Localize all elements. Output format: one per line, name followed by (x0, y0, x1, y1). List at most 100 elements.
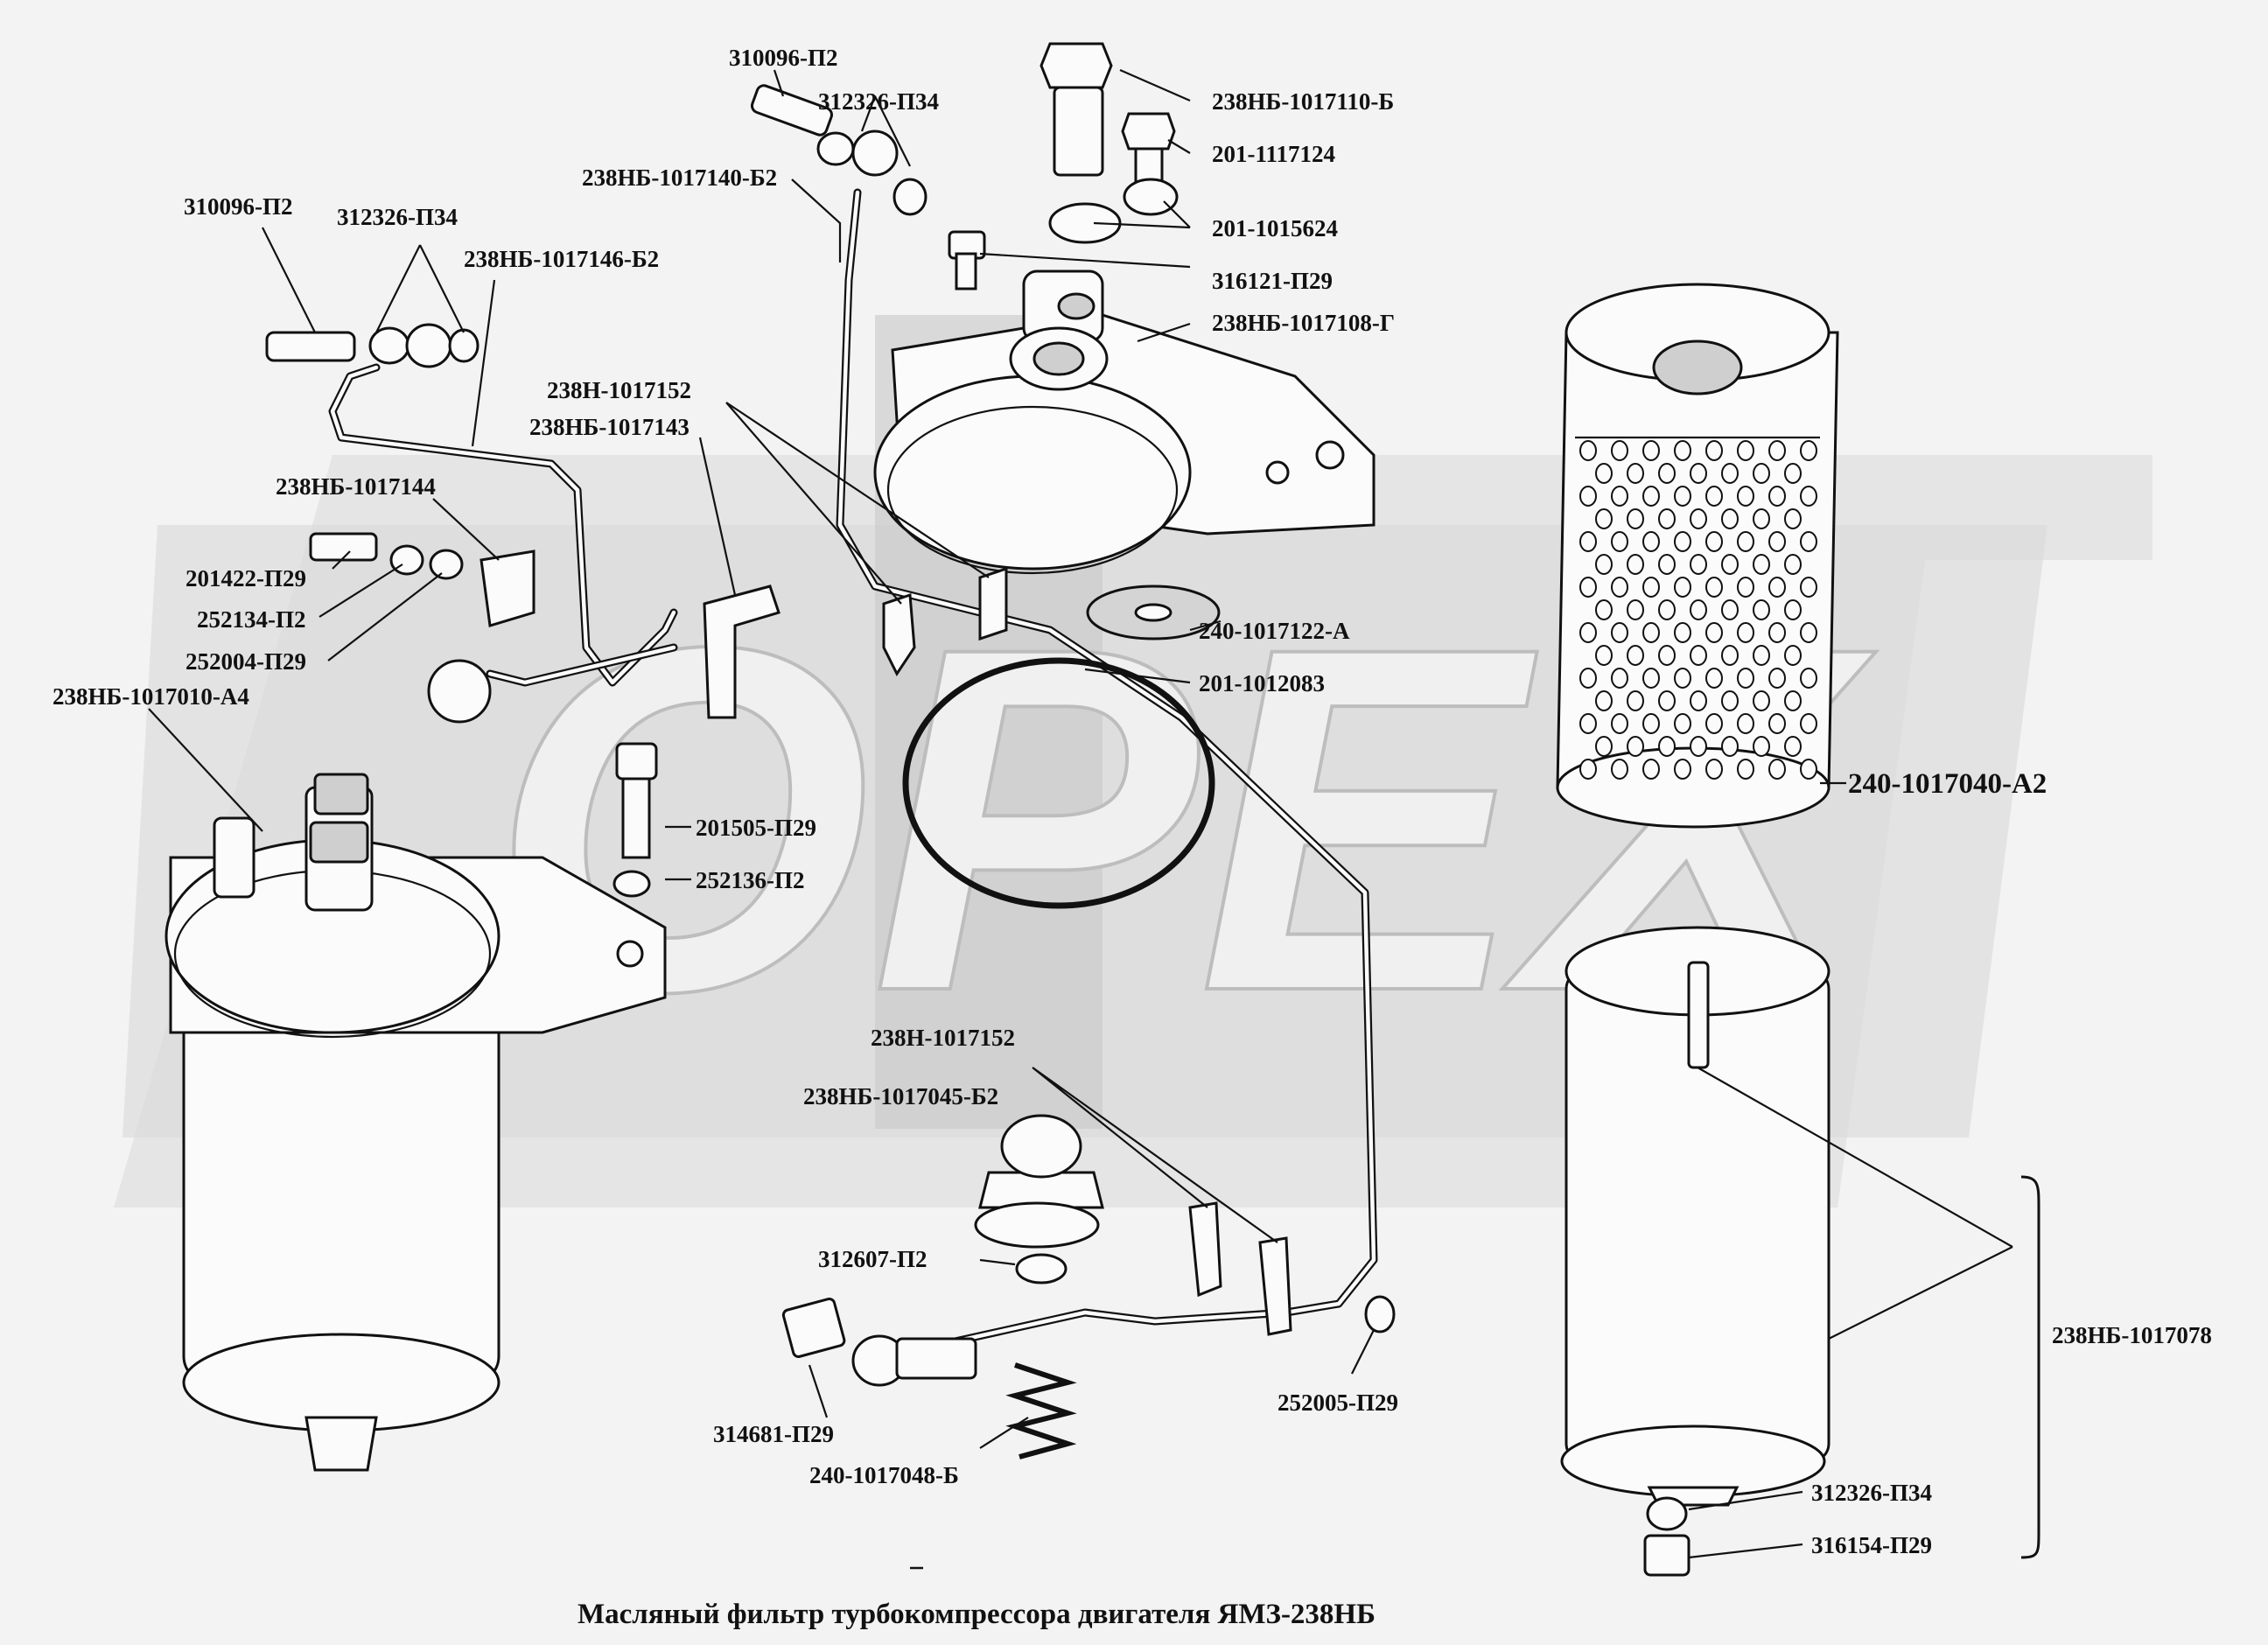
part-labels: 310096-П2 312326-П34 238НБ-1017110-Б 201… (52, 45, 2212, 1558)
perforation-hole (1800, 486, 1817, 507)
perforation-hole (1737, 531, 1754, 552)
oil-pipes (328, 188, 1378, 1352)
perforation-hole (1611, 713, 1628, 734)
part-label: 201-1117124 (1212, 141, 1335, 167)
perforation-hole (1595, 736, 1613, 757)
perforation-hole (1579, 759, 1597, 780)
perforation-hole (1627, 463, 1644, 484)
perforation-hole (1642, 713, 1660, 734)
perforation-hole (1579, 440, 1597, 461)
perforation-hole (1690, 690, 1707, 711)
perforation-hole (1800, 759, 1817, 780)
part-label: 201505-П29 (696, 815, 816, 841)
perforation-hole (1753, 554, 1770, 575)
perforation-hole (1642, 577, 1660, 598)
perforation-hole (1705, 486, 1723, 507)
perforation-hole (1768, 577, 1786, 598)
left-filter-assembly (164, 773, 667, 1472)
perforation-hole (1627, 645, 1644, 666)
perforation-hole (1737, 577, 1754, 598)
perforation-hole (1674, 759, 1691, 780)
part-label: 201-1012083 (1199, 670, 1325, 696)
perforation-hole (1658, 463, 1676, 484)
perforation-hole (1642, 440, 1660, 461)
perforation-hole (1705, 668, 1723, 689)
part-label: 238Н-1017152 (547, 377, 691, 403)
part-label: 240-1017122-А (1199, 618, 1350, 644)
perforation-hole (1768, 531, 1786, 552)
part-label: 312326-П34 (1811, 1480, 1932, 1506)
part-label: 316121-П29 (1212, 268, 1333, 294)
part-label: 238НБ-1017045-Б2 (803, 1083, 998, 1110)
perforation-hole (1595, 508, 1613, 529)
part-label: 252136-П2 (696, 867, 805, 893)
perforation-hole (1674, 668, 1691, 689)
perforation-hole (1611, 668, 1628, 689)
part-label: 238НБ-1017144 (276, 473, 436, 500)
perforation-hole (1642, 759, 1660, 780)
perforation-hole (1674, 713, 1691, 734)
perforation-hole (1721, 645, 1739, 666)
part-label: 201-1015624 (1212, 215, 1338, 242)
perforation-hole (1611, 486, 1628, 507)
perforation-hole (1721, 554, 1739, 575)
lower-fittings (781, 1114, 1396, 1460)
perforation-hole (1627, 690, 1644, 711)
perforation-hole (1658, 508, 1676, 529)
diagram-title: Масляный фильтр турбокомпрессора двигате… (578, 1599, 1376, 1630)
perforation-hole (1579, 577, 1597, 598)
perforation-hole (1658, 645, 1676, 666)
small-fasteners (309, 532, 1221, 909)
perforation-hole (1705, 577, 1723, 598)
perforation-hole (1737, 668, 1754, 689)
perforation-hole (1642, 486, 1660, 507)
part-label: 310096-П2 (729, 45, 838, 71)
upper-filter-housing (873, 270, 1376, 575)
perforation-hole (1737, 622, 1754, 643)
part-label: 238НБ-1017140-Б2 (582, 164, 777, 191)
perforation-hole (1753, 690, 1770, 711)
part-label: 238НБ-1017108-Г (1212, 310, 1395, 336)
perforation-hole (1800, 668, 1817, 689)
part-label: 312326-П34 (818, 88, 939, 115)
perforation-hole (1642, 622, 1660, 643)
perforation-hole (1642, 531, 1660, 552)
perforation-hole (1579, 486, 1597, 507)
perforation-hole (1800, 622, 1817, 643)
perforation-hole (1690, 736, 1707, 757)
perforation-hole (1658, 690, 1676, 711)
perforation-hole (1595, 645, 1613, 666)
perforation-hole (1721, 508, 1739, 529)
part-label: 252134-П2 (197, 606, 306, 633)
perforation-hole (1784, 463, 1802, 484)
perforation-hole (1721, 463, 1739, 484)
perforation-hole (1784, 554, 1802, 575)
perforation-hole (1674, 440, 1691, 461)
perforation-hole (1737, 486, 1754, 507)
perforation-hole (1721, 690, 1739, 711)
perforation-hole (1800, 440, 1817, 461)
perforation-hole (1627, 554, 1644, 575)
part-label: 238НБ-1017143 (529, 414, 690, 440)
perforation-hole (1784, 736, 1802, 757)
part-label: 238НБ-1017078 (2052, 1322, 2212, 1348)
perforation-hole (1690, 599, 1707, 620)
perforation-hole (1611, 759, 1628, 780)
perforation-hole (1753, 599, 1770, 620)
perforation-hole (1800, 713, 1817, 734)
perforation-hole (1595, 554, 1613, 575)
perforation-hole (1674, 622, 1691, 643)
perforation-hole (1737, 713, 1754, 734)
part-label: 238Н-1017152 (871, 1025, 1015, 1051)
perforation-hole (1705, 713, 1723, 734)
perforation-hole (1768, 713, 1786, 734)
perforation-hole (1658, 599, 1676, 620)
perforation-hole (1611, 531, 1628, 552)
perforation-hole (1768, 622, 1786, 643)
part-label: 312607-П2 (818, 1246, 928, 1272)
perforation-hole (1595, 463, 1613, 484)
part-label: 310096-П2 (184, 193, 293, 220)
part-label: 238НБ-1017110-Б (1212, 88, 1394, 115)
